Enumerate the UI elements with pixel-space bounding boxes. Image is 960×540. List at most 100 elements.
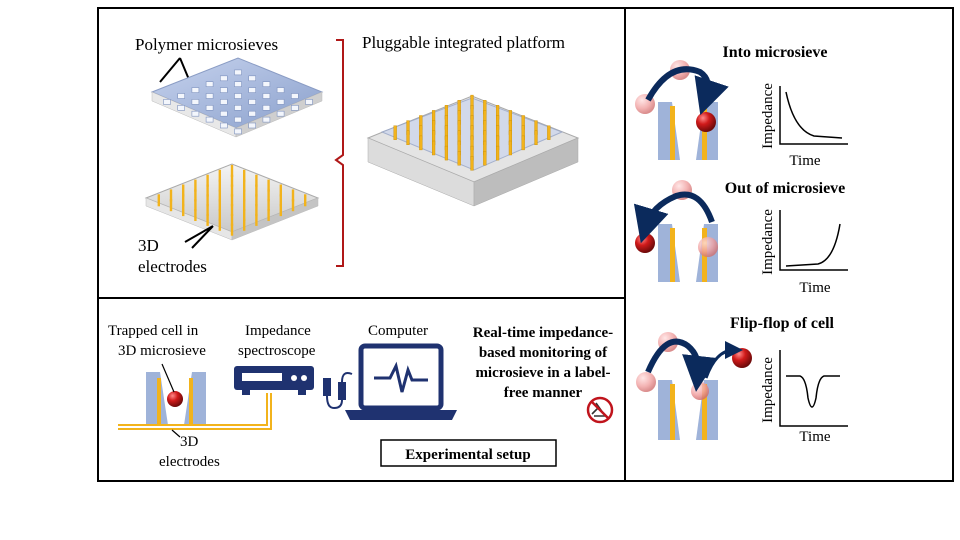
sieve-hole (234, 81, 242, 87)
electrode-pin (218, 169, 221, 182)
sieve-hole (220, 87, 228, 93)
electrode-pin (194, 179, 197, 192)
sieve-hole (205, 105, 214, 111)
bottom-electrodes-line1: 3D (180, 434, 199, 450)
sieve-hole (220, 99, 228, 105)
sieve-hole (163, 99, 171, 105)
platform-pin (534, 130, 538, 146)
into-plot: Impedance Time (760, 83, 848, 169)
realtime-line-1: Real-time impedance- (473, 325, 613, 341)
sieve-hole (248, 122, 256, 129)
sieve-hole (290, 93, 299, 99)
into-title: Into microsieve (722, 44, 827, 61)
right-panel: Into microsieve Impedance Time Out of mi… (633, 44, 848, 445)
electrode-pin (206, 184, 209, 197)
into-ylabel: Impedance (760, 83, 776, 149)
laptop-icon (345, 343, 457, 420)
platform-pin (444, 145, 448, 161)
flip-ghost-cell-1 (636, 372, 656, 392)
platform-pin (406, 130, 410, 146)
realtime-line-2: based monitoring of (479, 345, 608, 361)
electrode-pin (230, 164, 234, 177)
spectroscope-label-line1: Impedance (245, 323, 311, 339)
electrode-pin (230, 204, 234, 217)
electrode-pin (255, 204, 258, 217)
electrode-pin (194, 199, 197, 212)
sieve-hole (262, 81, 271, 87)
electrode-pin (218, 209, 221, 221)
electrode-pin (255, 184, 258, 197)
electrode-pin (157, 194, 160, 207)
platform-pin (483, 150, 487, 166)
sieve-hole (290, 105, 299, 111)
out-ylabel: Impedance (760, 209, 776, 275)
bottom-panel: Trapped cell in 3D microsieve 3D electro… (108, 323, 614, 470)
integrated-platform (366, 94, 580, 207)
out-xlabel: Time (799, 280, 830, 296)
electrode-pin (230, 223, 234, 236)
experimental-setup-box (380, 439, 557, 467)
sieve-hole (276, 99, 285, 105)
flip-ylabel: Impedance (760, 357, 776, 423)
sieve-hole (248, 110, 256, 117)
electrode-pin (218, 189, 221, 202)
electrode-pin (230, 174, 234, 187)
flip-title: Flip-flop of cell (730, 315, 835, 332)
electrode-pin (230, 184, 234, 197)
realtime-line-4: free manner (504, 385, 583, 401)
no-label-icon (586, 396, 614, 424)
electrodes-label-line2: electrodes (138, 257, 207, 276)
platform-label: Pluggable integrated platform (362, 33, 565, 52)
sieve-hole (262, 105, 271, 111)
flip-ghost-cell-3 (691, 382, 709, 400)
sieve-hole (248, 75, 256, 82)
electrode-pin (267, 189, 270, 202)
electrode-pin (206, 194, 209, 207)
electrode-pin (182, 194, 185, 207)
sieve-hole (205, 116, 214, 123)
electrode-pin (255, 194, 258, 207)
flip-arrow-out (704, 341, 743, 379)
electrode-pin (279, 194, 282, 207)
platform-pin (547, 125, 551, 140)
sieve-hole (276, 87, 285, 93)
sieve-hole (191, 99, 200, 105)
electrode-pin (206, 174, 209, 187)
electrode-pin (194, 209, 197, 221)
sieve-hole (234, 116, 242, 123)
electrode-pins (157, 164, 307, 236)
realtime-text: Real-time impedance- based monitoring of… (473, 325, 613, 401)
usb-cable-icon (323, 372, 353, 410)
electrode-pin (230, 194, 234, 207)
electrode-pin (243, 179, 246, 192)
sieve-hole (220, 110, 228, 117)
into-xlabel: Time (789, 153, 820, 169)
sieve-hole (248, 99, 256, 105)
sieve-hole (234, 93, 242, 99)
trapped-cell-diagram (118, 363, 272, 438)
electrode-pin (304, 194, 307, 207)
bottom-electrodes-line2: electrodes (159, 454, 220, 470)
electrode-pin (218, 199, 221, 212)
electrode-pin (194, 189, 197, 202)
sieve-hole (177, 105, 185, 111)
microsieve-slab (150, 57, 324, 138)
spectroscope-label-line2: spectroscope (238, 343, 316, 359)
electrode-pin (243, 199, 246, 212)
sieve-hole (305, 99, 313, 105)
waveform-icon (374, 361, 428, 393)
sieve-hole (205, 81, 214, 87)
platform-pin (393, 125, 397, 140)
sieve-hole (262, 93, 271, 99)
platform-pin (457, 150, 461, 166)
red-bracket (334, 39, 344, 267)
trapped-label-line2: 3D microsieve (118, 343, 206, 359)
flip-arrow-in (645, 338, 718, 392)
into-arrow (645, 66, 729, 116)
out-cell (635, 233, 655, 253)
out-title: Out of microsieve (725, 180, 846, 197)
into-curve (785, 91, 843, 139)
spectroscope-icon (234, 366, 314, 395)
platform-pin (496, 145, 500, 161)
